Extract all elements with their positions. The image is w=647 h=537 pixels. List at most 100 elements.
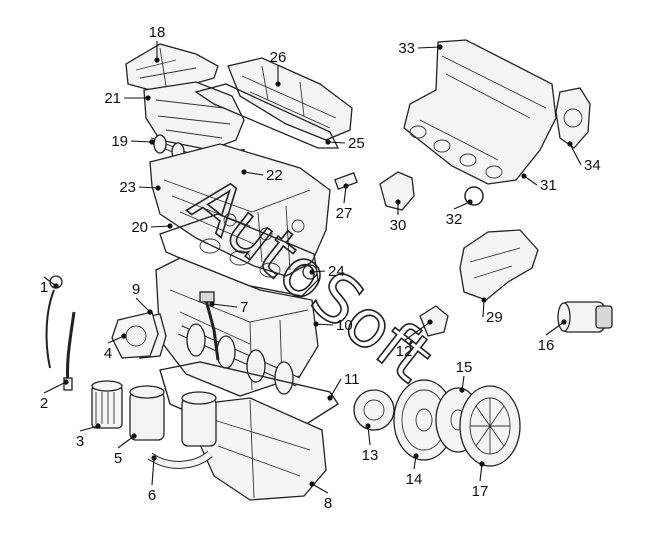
callout-label-15: 15 — [456, 359, 473, 376]
callout-dot-30 — [395, 199, 401, 205]
callout-dot-25 — [325, 139, 331, 145]
part-13-seal-plate — [353, 389, 395, 431]
callout-leader-4 — [107, 335, 125, 344]
callout-label-4: 4 — [104, 345, 112, 362]
callout-label-22: 22 — [266, 167, 283, 184]
callout-dot-14 — [413, 453, 419, 459]
part-8-oil-pan — [197, 397, 327, 501]
callout-dot-19 — [149, 139, 155, 145]
callout-leader-5 — [117, 435, 135, 449]
part-32-o-ring — [464, 186, 484, 206]
callout-label-19: 19 — [111, 133, 128, 150]
callout-leader-20 — [150, 225, 171, 228]
part-29-water-pump-housing — [459, 229, 539, 301]
callout-dot-21 — [145, 95, 151, 101]
part-25-valve-cover-gasket — [194, 83, 340, 149]
part-34-throttle-body — [555, 87, 591, 149]
part-5-filter-housing — [129, 385, 217, 447]
callout-leader-27 — [343, 185, 347, 204]
callout-leader-9 — [135, 297, 151, 313]
callout-label-7: 7 — [240, 299, 248, 316]
callout-dot-15 — [459, 387, 465, 393]
callout-leader-17 — [479, 463, 483, 482]
callout-label-8: 8 — [324, 495, 332, 512]
part-18-timing-cover — [125, 43, 219, 91]
callout-dot-33 — [437, 44, 443, 50]
callout-dot-4 — [121, 333, 127, 339]
part-17-pressure-plate — [459, 385, 521, 467]
callout-label-2: 2 — [40, 395, 48, 412]
part-30-coolant-outlet — [379, 171, 415, 211]
callout-label-17: 17 — [472, 483, 489, 500]
callout-label-14: 14 — [406, 471, 423, 488]
callout-label-6: 6 — [148, 487, 156, 504]
callout-label-1: 1 — [40, 279, 48, 296]
callout-dot-1 — [53, 283, 59, 289]
callout-label-25: 25 — [348, 135, 365, 152]
callout-leader-34 — [569, 143, 582, 166]
callout-label-10: 10 — [336, 317, 353, 334]
callout-leader-19 — [130, 140, 153, 143]
part-20-head-gasket — [159, 213, 319, 297]
callout-dot-7 — [209, 301, 215, 307]
callout-label-12: 12 — [396, 343, 413, 360]
callout-dot-3 — [95, 423, 101, 429]
callout-dot-29 — [481, 297, 487, 303]
part-26-valve-cover — [227, 57, 353, 141]
callout-layer: 1234567891011121314151617181920212223242… — [40, 24, 601, 512]
callout-label-24: 24 — [328, 263, 345, 280]
callout-dot-31 — [521, 173, 527, 179]
part-2-dipstick-tube — [65, 311, 76, 385]
callout-leader-11 — [329, 378, 342, 399]
callout-dot-23 — [155, 185, 161, 191]
callout-label-23: 23 — [119, 179, 136, 196]
part-3-oil-filter — [91, 380, 123, 429]
callout-leader-29 — [482, 299, 485, 318]
callout-leader-6 — [151, 457, 155, 486]
callout-leader-7 — [211, 303, 238, 308]
callout-label-9: 9 — [132, 281, 140, 298]
callout-leader-33 — [417, 46, 441, 49]
callout-dot-32 — [467, 199, 473, 205]
callout-leader-22 — [243, 171, 264, 176]
callout-leader-16 — [545, 321, 565, 336]
callout-label-33: 33 — [398, 40, 415, 57]
callout-dot-24 — [309, 269, 315, 275]
callout-leader-12 — [403, 321, 431, 342]
part-21-cam-cover — [143, 81, 245, 151]
callout-dot-17 — [479, 461, 485, 467]
part-10-engine-block — [155, 257, 319, 397]
callout-leader-10 — [315, 323, 334, 326]
callout-label-5: 5 — [114, 450, 122, 467]
callout-label-34: 34 — [584, 157, 601, 174]
callout-label-26: 26 — [270, 49, 287, 66]
callout-leader-8 — [311, 483, 329, 494]
part-31-intake-manifold — [403, 39, 557, 185]
callout-dot-10 — [313, 321, 319, 327]
callout-label-32: 32 — [446, 211, 463, 228]
callout-dot-5 — [131, 433, 137, 439]
callout-label-3: 3 — [76, 433, 84, 450]
callout-leader-32 — [453, 201, 471, 210]
callout-dot-6 — [151, 455, 157, 461]
callout-leader-3 — [79, 425, 99, 432]
callout-label-27: 27 — [336, 205, 353, 222]
callout-dot-13 — [365, 423, 371, 429]
part-4-gasket — [111, 311, 159, 359]
callout-label-29: 29 — [486, 309, 503, 326]
part-16-starter-motor — [557, 301, 613, 333]
callout-dot-9 — [147, 309, 153, 315]
callout-dot-2 — [63, 379, 69, 385]
callout-leader-2 — [43, 381, 67, 394]
callout-label-20: 20 — [131, 219, 148, 236]
callout-label-21: 21 — [104, 90, 121, 107]
callout-label-11: 11 — [344, 371, 360, 388]
callout-label-16: 16 — [538, 337, 555, 354]
callout-dot-22 — [241, 169, 247, 175]
callout-leader-25 — [327, 141, 346, 144]
callout-leader-31 — [523, 175, 538, 186]
callout-leader-23 — [138, 186, 159, 189]
part-12-thermostat — [419, 305, 449, 337]
part-crankshaft — [177, 323, 301, 395]
